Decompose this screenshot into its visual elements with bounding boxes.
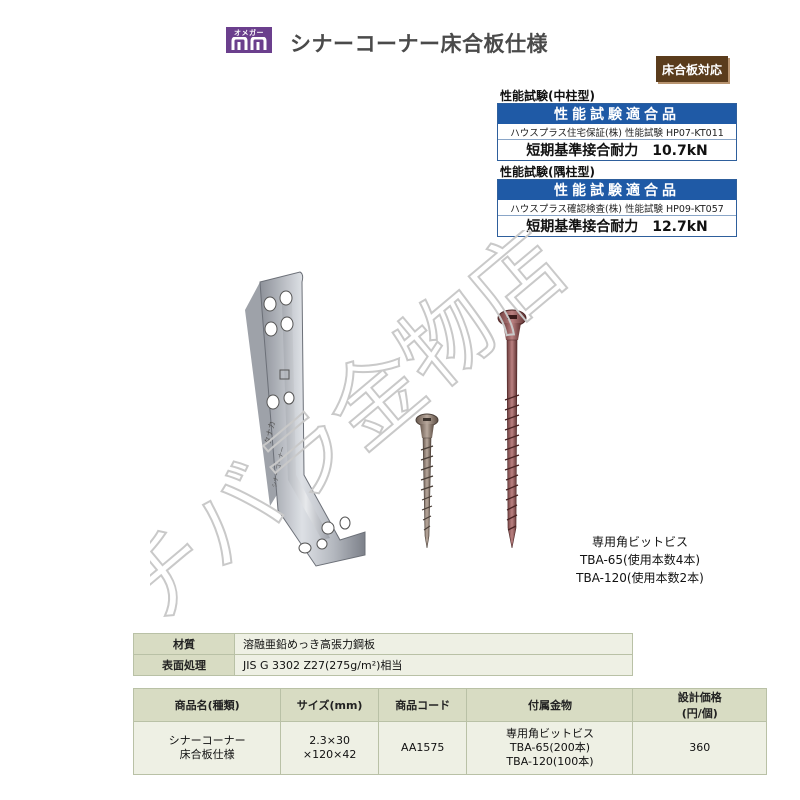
screw-tba-65	[415, 413, 439, 549]
material-table: 材質 溶融亜鉛めっき高張力鋼板 表面処理 JIS G 3302 Z27(275g…	[133, 633, 633, 676]
accessory-line2: TBA-65(200本)	[509, 741, 591, 754]
screw-caption-tba120: TBA-120(使用本数2本)	[576, 571, 704, 585]
size-line1: 2.3×30	[309, 734, 350, 747]
material-value: 溶融亜鉛めっき高張力鋼板	[234, 633, 633, 655]
cert-box-middle-post: 性能試験適合品 ハウスプラス住宅保証(株) 性能試験 HP07-KT011 短期…	[497, 103, 737, 161]
col-accessories: 付属金物	[466, 688, 634, 722]
logo-text: オメガー	[234, 29, 264, 37]
col-size: サイズ(mm)	[280, 688, 379, 722]
screw-tba-120	[497, 309, 527, 549]
table-row: 材質 溶融亜鉛めっき高張力鋼板	[133, 633, 633, 655]
test-label-corner-post: 性能試験(隅柱型)	[500, 165, 595, 179]
table-row: 表面処理 JIS G 3302 Z27(275g/m²)相当	[133, 654, 633, 676]
floor-plywood-badge: 床合板対応	[656, 56, 728, 82]
accessory-line3: TBA-120(100本)	[506, 755, 594, 768]
col-product-name: 商品名(種類)	[132, 688, 282, 722]
screw-caption-title: 専用角ビットビス	[591, 535, 688, 549]
cell-price: 360	[632, 721, 767, 775]
cert-value: 短期基準接合耐力 10.7kN	[526, 143, 708, 159]
cert-box-corner-post: 性能試験適合品 ハウスプラス確認検査(株) 性能試験 HP09-KT057 短期…	[497, 179, 737, 237]
cert-head: 性能試験適合品	[498, 180, 736, 200]
col-price: 設計価格 (円/個)	[632, 688, 767, 722]
logo-mark-icon	[231, 37, 267, 50]
col-price-line2: (円/個)	[681, 707, 718, 720]
size-line2: ×120×42	[302, 748, 357, 761]
cert-sub: ハウスプラス確認検査(株) 性能試験 HP09-KT057	[498, 200, 736, 216]
cert-value: 短期基準接合耐力 12.7kN	[526, 219, 708, 235]
col-price-line1: 設計価格	[677, 691, 722, 704]
cert-head: 性能試験適合品	[498, 104, 736, 124]
product-name-line2: 床合板仕様	[179, 748, 235, 761]
table-header-row: 商品名(種類) サイズ(mm) 商品コード 付属金物 設計価格 (円/個)	[132, 688, 767, 722]
cert-sub: ハウスプラス住宅保証(株) 性能試験 HP07-KT011	[498, 124, 736, 140]
page-title: シナーコーナー床合板仕様	[290, 32, 548, 56]
cell-size: 2.3×30 ×120×42	[280, 721, 379, 775]
surface-label: 表面処理	[133, 654, 235, 676]
test-label-middle-post: 性能試験(中柱型)	[500, 89, 595, 103]
omega-logo: オメガー	[226, 27, 272, 53]
cell-product-name: シナーコーナー 床合板仕様	[132, 721, 282, 775]
screw-caption-tba65: TBA-65(使用本数4本)	[579, 553, 701, 567]
product-table: 商品名(種類) サイズ(mm) 商品コード 付属金物 設計価格 (円/個) シナ…	[132, 688, 767, 775]
cell-accessories: 専用角ビットビス TBA-65(200本) TBA-120(100本)	[466, 721, 634, 775]
product-name-line1: シナーコーナー	[168, 734, 246, 747]
corner-bracket: タナカ シナーコーナー	[245, 271, 366, 567]
accessory-line1: 専用角ビットビス	[505, 727, 594, 740]
cell-code: AA1575	[377, 721, 468, 775]
material-label: 材質	[133, 633, 235, 655]
table-row: シナーコーナー 床合板仕様 2.3×30 ×120×42 AA1575 専用角ビ…	[132, 721, 767, 775]
surface-value: JIS G 3302 Z27(275g/m²)相当	[234, 654, 633, 676]
col-code: 商品コード	[377, 688, 468, 722]
product-illustration: タナカ シナーコーナー	[245, 271, 527, 567]
